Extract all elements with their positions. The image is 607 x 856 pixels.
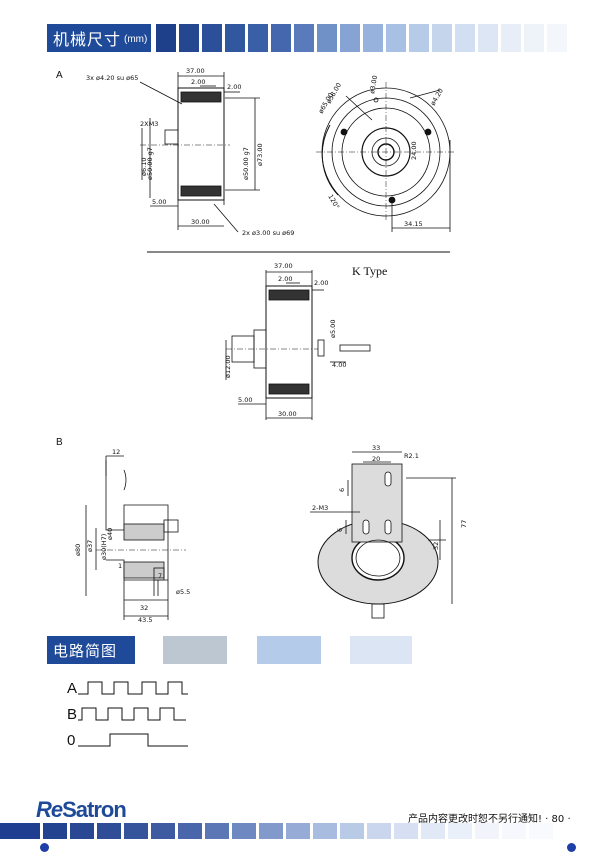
dim-b-40: ø40 xyxy=(106,528,114,540)
dim-bf-2m3: 2-M3 xyxy=(312,504,328,512)
circuit-title-text: 电路简图 xyxy=(53,641,118,660)
dim-a-73: ø73.00 xyxy=(256,143,264,166)
dim-af-3: ø3.00 xyxy=(368,75,379,95)
dim-a-5: 5.00 xyxy=(152,198,166,206)
dim-a-2-right: 2.00 xyxy=(227,83,241,91)
dim-k-4: 4.00 xyxy=(332,361,346,369)
dim-bf-6-mid: 6 xyxy=(336,528,344,532)
dim-k-5: ø5.00 xyxy=(329,320,337,338)
dim-a-50-left: ø50.00 g7 xyxy=(146,147,154,180)
dim-a-6-10: ø6.10 xyxy=(140,158,148,176)
section-label-a: A xyxy=(56,70,63,81)
dim-k-2-top: 2.00 xyxy=(278,275,292,283)
circuit-strip-pale xyxy=(350,636,412,664)
section-title-mechanical: 机械尺寸 (mm) xyxy=(47,24,151,52)
dim-k-5-bottom: 5.00 xyxy=(238,396,252,404)
k-type-label: K Type xyxy=(352,264,388,278)
corner-dot-right xyxy=(567,843,576,852)
dim-a-holes-bottom: 2x ø3.00 su ø69 xyxy=(242,229,294,237)
drawing-a-front-view xyxy=(316,82,456,232)
section-title-circuit: 电路简图 xyxy=(47,636,135,664)
dim-k-37: 37.00 xyxy=(274,262,293,270)
section-title-text: 机械尺寸 xyxy=(53,30,122,49)
dim-b-1: 1 xyxy=(118,562,122,570)
dim-k-30: 30.00 xyxy=(278,410,297,418)
dim-b-32: 32 xyxy=(140,604,148,612)
drawing-b-front-view xyxy=(310,451,456,619)
corner-dot-left xyxy=(40,843,49,852)
dim-af-34: 34.15 xyxy=(404,220,423,228)
circuit-strip-blue xyxy=(257,636,321,664)
wave-label-b: B xyxy=(67,706,78,723)
drawing-k-side-view xyxy=(225,270,371,420)
dim-a-holes: 3x ø4.20 su ø65 xyxy=(86,74,138,82)
dim-b-37: ø37 xyxy=(86,540,94,552)
dim-bf-33: 33 xyxy=(372,444,380,452)
dim-b-80: ø80 xyxy=(74,544,82,556)
footer-note: 产品内容更改时恕不另行通知! · 80 · xyxy=(408,814,571,825)
dim-af-4-2: ø4.20 xyxy=(429,87,445,107)
wave-label-a: A xyxy=(67,680,78,697)
drawing-b-side-view xyxy=(85,455,186,620)
waveform-0 xyxy=(78,733,188,747)
circuit-strip-gray xyxy=(163,636,227,664)
section-label-b: B xyxy=(56,437,63,448)
dim-k-2-right: 2.00 xyxy=(314,279,328,287)
dim-a-30: 30.00 xyxy=(191,218,210,226)
waveform-a xyxy=(78,681,188,695)
circuit-waveforms xyxy=(78,681,188,747)
dim-k-12: ø12.00 xyxy=(224,355,232,378)
dim-af-24: 24.00 xyxy=(410,141,418,160)
drawing-a-side-view xyxy=(139,72,260,233)
dim-a-2-top: 2.00 xyxy=(191,78,205,86)
resatron-logo: ReSatron xyxy=(36,797,127,822)
dim-bf-20: 20 xyxy=(372,455,380,463)
dim-b-12: 12 xyxy=(112,448,120,456)
dim-b-5-5: ø5.5 xyxy=(176,588,190,596)
dim-a-50-right: ø50.00 g7 xyxy=(242,147,250,180)
dim-bf-77: 77 xyxy=(460,520,468,528)
dim-a-2xm3: 2XM3 xyxy=(140,120,158,128)
footer-gradient-bar xyxy=(0,823,607,839)
section-title-unit: (mm) xyxy=(124,34,148,45)
dim-b-30h7: ø30(H7) xyxy=(100,534,108,560)
waveform-b xyxy=(78,707,186,721)
dim-b-7: 7 xyxy=(158,572,162,580)
dim-b-43-5: 43.5 xyxy=(138,616,152,624)
dim-bf-32: 32 xyxy=(432,542,440,550)
dim-a-37: 37.00 xyxy=(186,67,205,75)
dim-bf-r2-1: R2.1 xyxy=(404,452,419,460)
dim-bf-6-top: 6 xyxy=(338,488,346,492)
header-gradient-blocks xyxy=(156,24,567,52)
wave-label-0: 0 xyxy=(67,732,76,749)
